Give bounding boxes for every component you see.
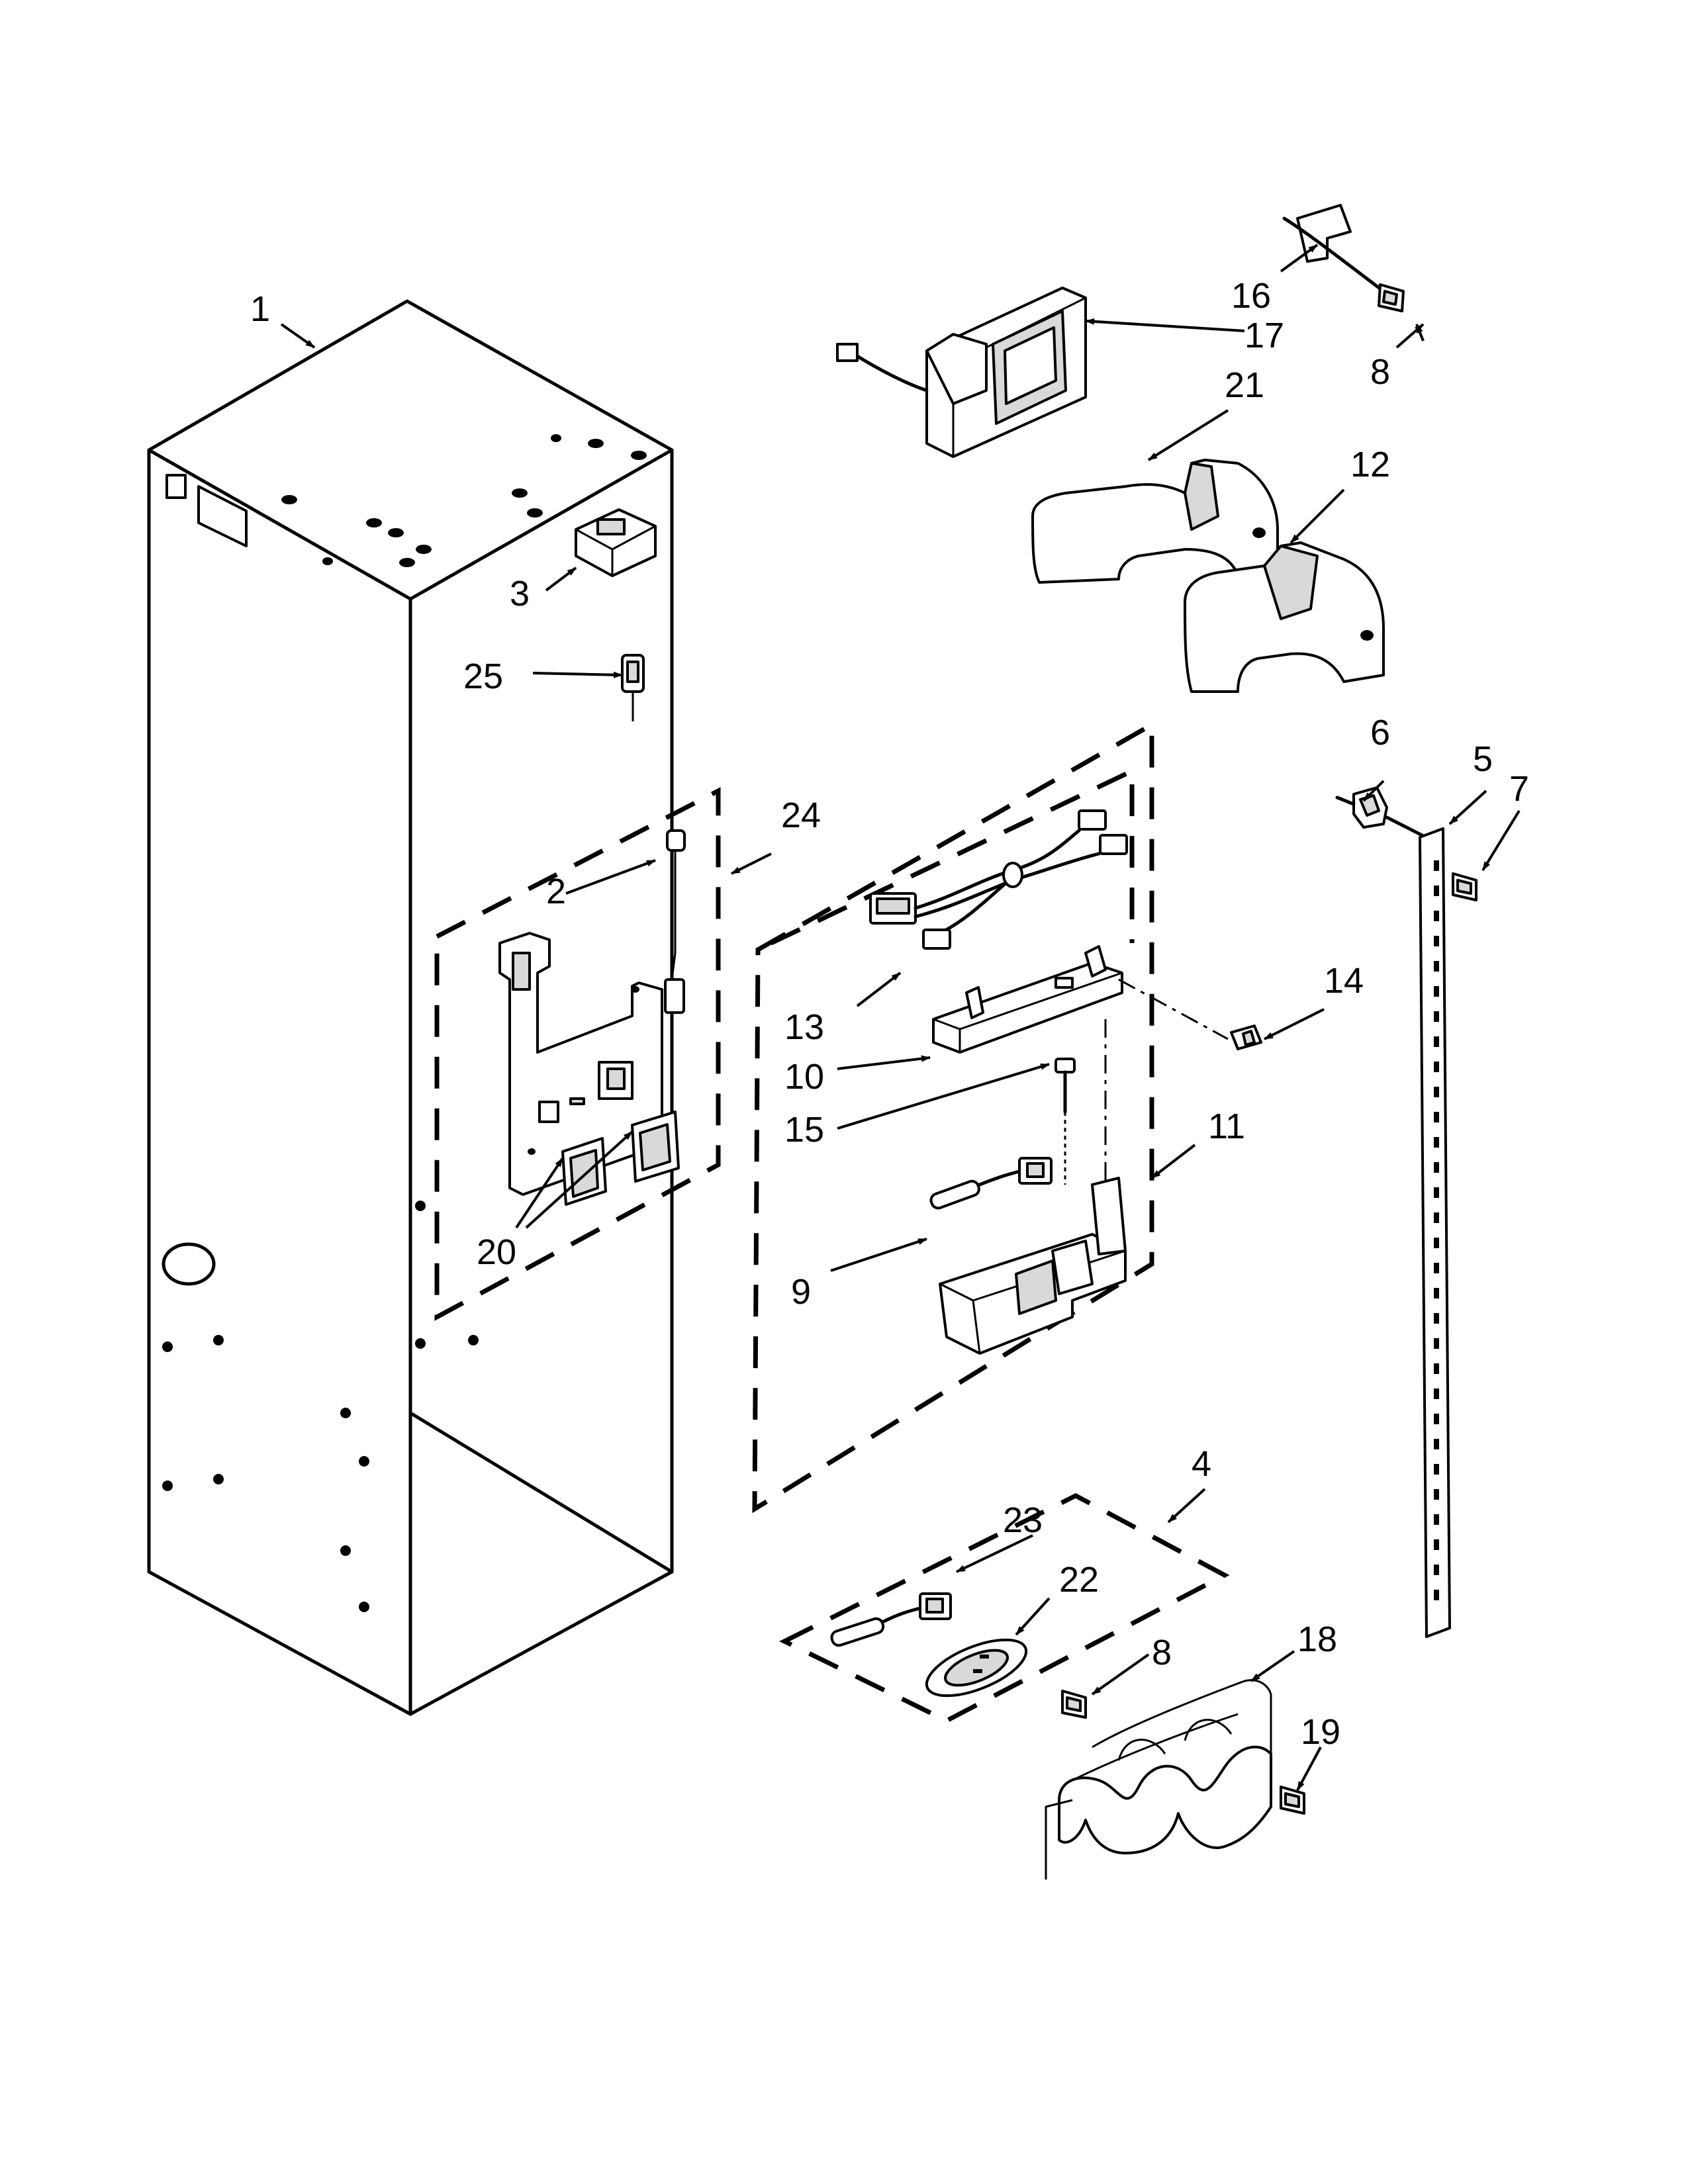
screw-7-part [1452,872,1477,901]
callout-1: 1 [250,289,270,329]
sensor-housing-tray-part [939,1177,1127,1355]
rail-slot [1434,1414,1439,1424]
bracket-16-part [1282,204,1385,293]
dash-dot-guide [1118,978,1229,1040]
leader-arrows [280,244,1521,1791]
rail-slot [1434,1238,1439,1248]
callout-18: 18 [1297,1619,1337,1659]
rail-slot [1434,1514,1439,1525]
callout-19: 19 [1301,1712,1340,1752]
rail-slot [1434,1263,1439,1273]
wire-lead-part [664,829,686,1014]
callout-17: 17 [1244,316,1284,355]
callout-16: 16 [1231,276,1271,316]
callout-2: 2 [546,872,566,911]
group-4-dashed-outline [779,1493,1230,1723]
screw-14-part [1230,1024,1262,1050]
callout-4: 4 [1192,1444,1211,1484]
rail-slot [1434,1363,1439,1374]
screw-8-bottom-part [1061,1690,1087,1719]
rail-slot [1434,1112,1439,1122]
rail-slot [1434,1464,1439,1475]
heater-18-part [1045,1679,1272,1880]
callout-12: 12 [1350,445,1390,484]
rail-slot [1434,1212,1439,1223]
cover-12-part [1184,541,1385,693]
callout-21: 21 [1225,365,1264,405]
callout-9: 9 [791,1272,811,1312]
oval-module-22-part [925,1638,1028,1698]
rail-slot [1434,1288,1439,1298]
sensor-cover-part [932,945,1123,1054]
sensor-clip-part [621,654,645,721]
rail-slot [1434,860,1439,871]
inner-dashed-outline [770,767,1135,946]
top-receptacle-part [575,508,657,577]
rail-slot [1434,911,1439,921]
rail-slot [1434,986,1439,997]
rail-slot [1434,1590,1439,1600]
rail-slot [1434,961,1439,972]
callout-5: 5 [1473,739,1493,779]
rail-slot [1434,1388,1439,1399]
screw-8-top-part [1378,283,1405,312]
thermistor-part [929,1157,1053,1210]
callout-15: 15 [784,1110,824,1150]
gasket-pair-part [561,1111,680,1206]
rail-slots [1434,860,1439,1600]
callout-11: 11 [1208,1107,1245,1146]
cabinet-liner [147,299,674,1716]
rail-slot [1434,1539,1439,1550]
callout-14: 14 [1324,961,1364,1001]
callout-24: 24 [781,796,821,835]
screw-19-part [1280,1786,1305,1815]
group-11-dashed-outline [752,720,1154,1514]
group-24-dashed-outline [434,787,721,1321]
cover-21-part [1031,459,1279,584]
callout-8-top: 8 [1370,352,1390,392]
callout-22: 22 [1059,1560,1099,1600]
callout-10: 10 [784,1057,824,1097]
callout-23: 23 [1003,1500,1043,1540]
callout-7: 7 [1509,769,1529,809]
rail-slot [1434,1187,1439,1198]
rail-slot [1434,1011,1439,1022]
control-housing-part [498,932,663,1196]
rail-slot [1434,1338,1439,1349]
rail-slot [1434,886,1439,896]
rail-slot [1434,936,1439,946]
callout-6: 6 [1370,713,1390,752]
clip-6-part [1335,786,1432,841]
rail-slot [1434,1313,1439,1324]
rail-slot [1434,1162,1439,1173]
callout-25: 25 [463,657,503,696]
callout-3: 3 [510,574,530,614]
rail-slot [1434,1439,1439,1449]
callout-13: 13 [784,1007,824,1047]
rail-slot [1434,1137,1439,1148]
callout-20: 20 [477,1232,516,1272]
rail-slot [1434,1489,1439,1500]
rail-slot [1434,1087,1439,1097]
control-module-17-part [836,287,1087,458]
rail-slot [1434,1565,1439,1575]
screw-15-part [1055,1058,1076,1185]
rail-slot [1434,1036,1439,1047]
callout-labels: 1 2 3 4 5 6 7 8 8 9 10 11 12 13 14 15 16… [250,276,1529,1752]
rail-slot [1434,1062,1439,1072]
callout-8-bottom: 8 [1152,1633,1172,1672]
rail-5-part [1419,827,1451,1638]
thermistor-23-part [830,1592,952,1647]
wire-harness-part [869,809,1128,950]
